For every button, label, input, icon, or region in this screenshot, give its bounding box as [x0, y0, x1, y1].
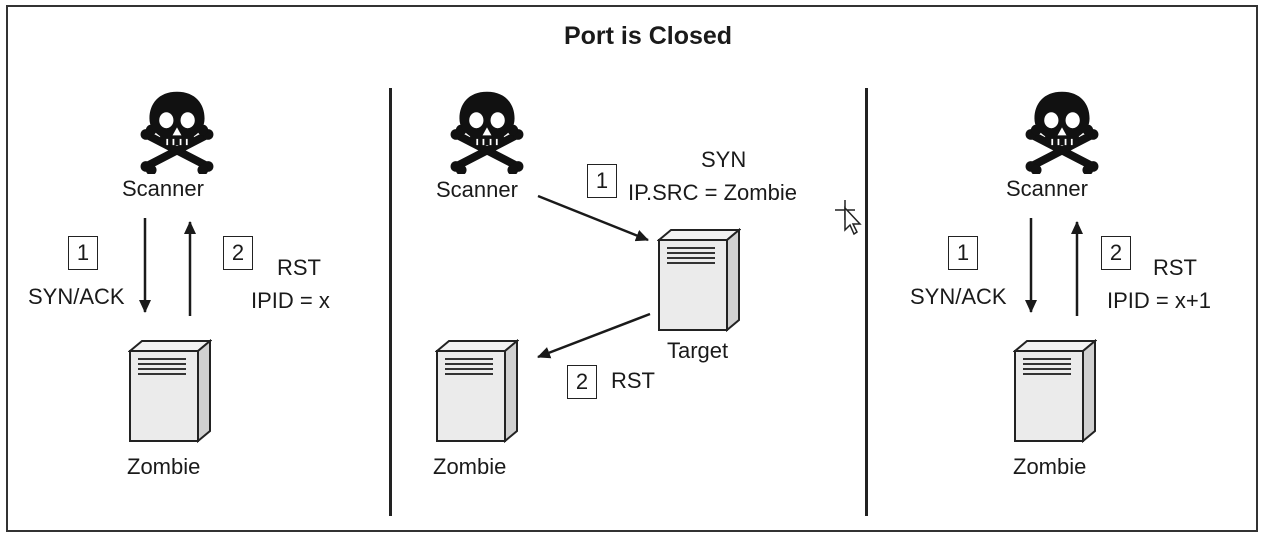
- zombie-label: Zombie: [1013, 454, 1087, 479]
- step1-label: SYN/ACK: [28, 284, 125, 309]
- step2-label-ipid: IPID = x+1: [1107, 288, 1211, 313]
- arrow-p2-scanner-to-target: [537, 194, 649, 242]
- step2-label-rst: RST: [277, 255, 321, 280]
- step-number-box: 2: [567, 365, 597, 399]
- step2-label-rst: RST: [1153, 255, 1197, 280]
- zombie-label: Zombie: [433, 454, 507, 479]
- mouse-cursor-icon: [835, 200, 862, 236]
- scanner-label: Scanner: [436, 177, 518, 202]
- step-number-box: 1: [948, 236, 978, 270]
- arrow-p2-target-to-zombie: [537, 312, 651, 359]
- step2-label-ipid: IPID = x: [251, 288, 330, 313]
- zombie-server-icon: [435, 339, 519, 443]
- step1-label-ipsrc: IP.SRC = Zombie: [628, 180, 797, 205]
- zombie-server-icon: [128, 339, 212, 443]
- panel-divider-right: [865, 88, 868, 516]
- target-server-icon: [657, 228, 741, 332]
- skull-crossbones-icon: [137, 86, 217, 174]
- skull-crossbones-icon: [1022, 86, 1102, 174]
- step2-label-rst: RST: [611, 368, 655, 393]
- panel-divider-left: [389, 88, 392, 516]
- zombie-label: Zombie: [127, 454, 201, 479]
- diagram-frame: [6, 5, 1258, 532]
- step1-label: SYN/ACK: [910, 284, 1007, 309]
- zombie-server-icon: [1013, 339, 1097, 443]
- skull-crossbones-icon: [447, 86, 527, 174]
- step-number-box: 1: [587, 164, 617, 198]
- scanner-label: Scanner: [1006, 176, 1088, 201]
- diagram-title: Port is Closed: [563, 22, 733, 50]
- step1-label-syn: SYN: [701, 147, 747, 172]
- step-number-box: 1: [68, 236, 98, 270]
- step-number-box: 2: [1101, 236, 1131, 270]
- target-label: Target: [667, 338, 729, 363]
- scanner-label: Scanner: [122, 176, 204, 201]
- step-number-box: 2: [223, 236, 253, 270]
